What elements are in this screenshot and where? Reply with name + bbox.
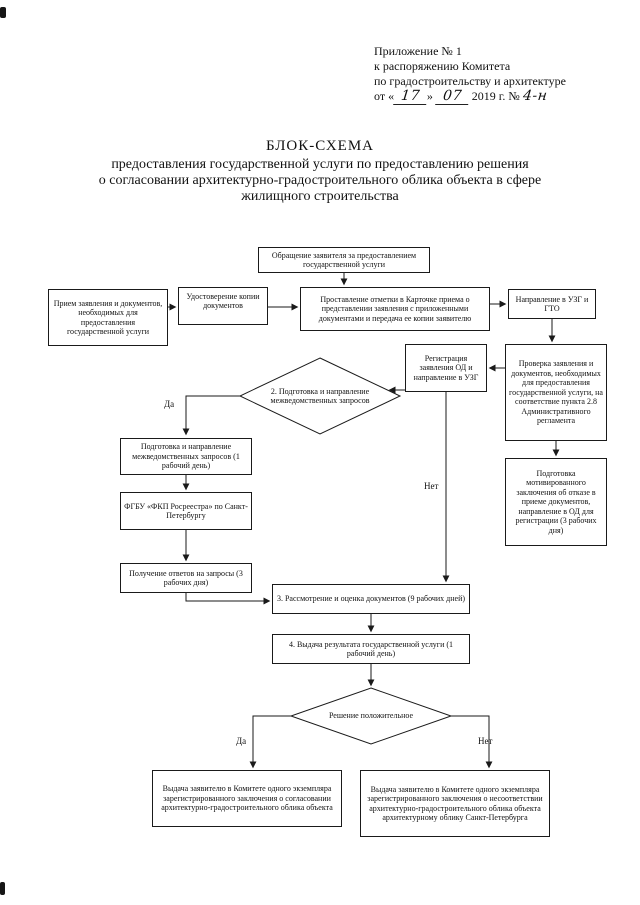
document-title: БЛОК-СХЕМА предоставления государственно… xyxy=(0,138,640,205)
appendix-header: Приложение № 1 к распоряжению Комитета п… xyxy=(374,44,624,105)
reg-close-quote: » xyxy=(426,89,433,103)
node-receive-responses: Получение ответов на запросы (3 рабочих … xyxy=(120,563,252,593)
title-line-3: о согласовании архитектурно-градостроите… xyxy=(98,173,542,188)
node-copy-certification: Удостоверение копии документов xyxy=(178,287,268,325)
node-fkp-rosreestr: ФГБУ «ФКП Росреестра» по Санкт-Петербург… xyxy=(120,492,252,530)
node-od-registration: Регистрация заявления ОД и направление в… xyxy=(405,344,487,392)
label-no-2: Нет xyxy=(478,736,493,746)
node-document-intake: Прием заявления и документов, необходимы… xyxy=(48,289,168,346)
appendix-line-2: к распоряжению Комитета xyxy=(374,59,511,73)
decision-diamond-shape xyxy=(238,357,402,435)
node-refusal-conclusion: Подготовка мотивированного заключения об… xyxy=(505,458,607,546)
reg-prefix: от « xyxy=(374,89,395,103)
label-yes-1: Да xyxy=(164,399,175,409)
node-issue-approval: Выдача заявителю в Комитете одного экзем… xyxy=(152,770,342,827)
node-applicant-request: Обращение заявителя за предоставлением г… xyxy=(258,247,430,273)
decision-diamonds xyxy=(238,357,453,745)
decision-interagency-requests: 2. Подготовка и направление межведомстве… xyxy=(270,386,370,405)
decision-positive: Решение положительное xyxy=(328,711,414,721)
node-forward-uzg-gto: Направление в УЗГ и ГТО xyxy=(508,289,596,319)
node-compliance-check: Проверка заявления и документов, необход… xyxy=(505,344,607,441)
node-service-result: 4. Выдача результата государственной усл… xyxy=(272,634,470,664)
label-yes-2: Да xyxy=(236,736,247,746)
reg-year: 2019 г. № xyxy=(471,89,520,103)
node-issue-nonconformity: Выдача заявителю в Комитете одного экзем… xyxy=(360,770,550,837)
appendix-line-1: Приложение № 1 xyxy=(374,44,462,58)
appendix-registration-line: от «17» 07 2019 г. № 4-н xyxy=(374,88,624,105)
node-prepare-requests: Подготовка и направление межведомственны… xyxy=(120,438,252,475)
scan-artifact xyxy=(0,882,5,895)
node-document-review: 3. Рассмотрение и оценка документов (9 р… xyxy=(272,584,470,614)
node-card-mark: Проставление отметки в Карточке приема о… xyxy=(300,287,490,331)
title-line-2: предоставления государственной услуги по… xyxy=(111,157,529,172)
label-no-1: Нет xyxy=(424,481,439,491)
appendix-line-3: по градостроительству и архитектуре xyxy=(374,74,566,88)
decision-diamond-shape xyxy=(289,687,453,745)
title-line-1: БЛОК-СХЕМА xyxy=(265,138,375,154)
title-line-4: жилищного строительства xyxy=(241,189,399,204)
connector-arrows xyxy=(168,273,560,769)
scan-artifact xyxy=(0,7,6,18)
